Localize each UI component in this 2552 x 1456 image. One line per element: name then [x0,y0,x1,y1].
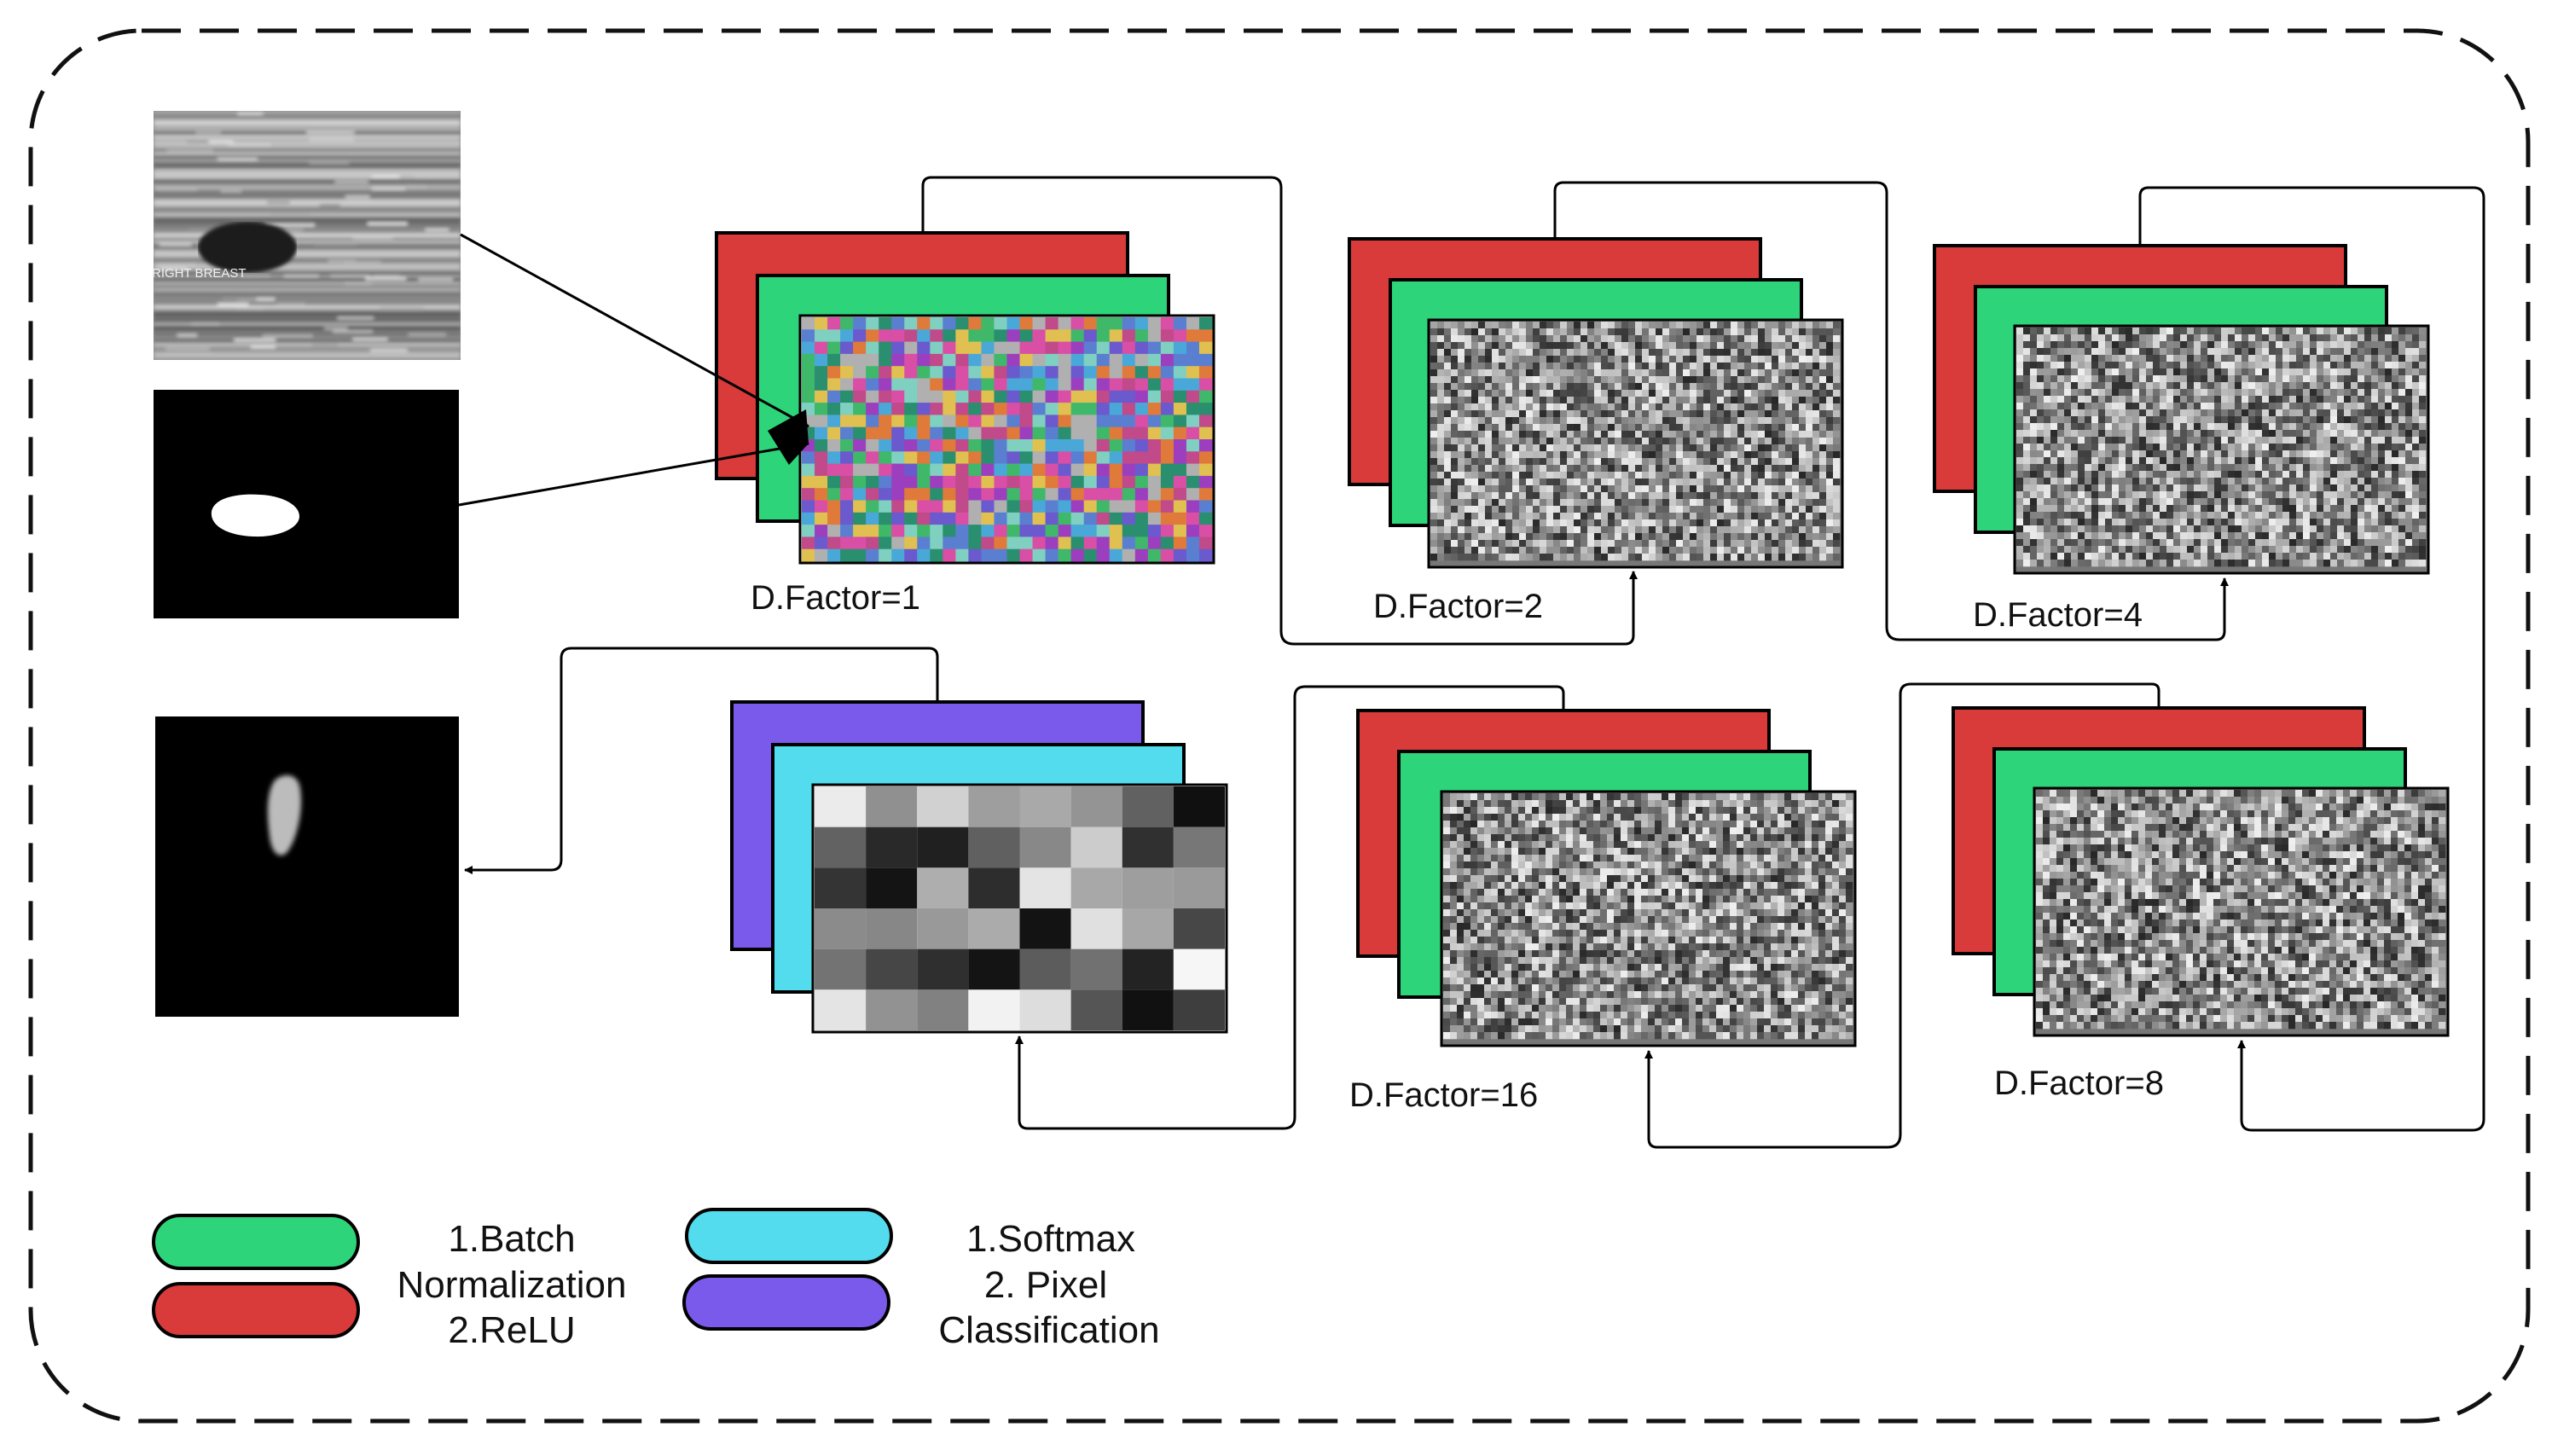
legend-text-4: 1.Softmax [966,1218,1135,1260]
feature-map-noise [2013,324,2430,575]
label-df8: D.Factor=8 [1994,1064,2164,1102]
stack-dilation-1 [715,231,1215,565]
stack-dilation-16 [1356,709,1857,1047]
feature-map-color [798,314,1215,565]
legend-text-6: Classification [938,1309,1159,1351]
dashed-frame [28,28,2531,1424]
stack-dilation-8 [1952,706,2450,1037]
arrow-mask-to-df1 [458,440,809,507]
connector-df1-to-df2 [921,176,1638,646]
stack-classification [730,700,1228,1034]
ultrasound-caption: RIGHT BREAST [152,266,246,281]
legend-relu-swatch [152,1282,360,1338]
connector-df2-to-df4 [1553,181,2229,641]
legend-batchnorm-swatch [152,1214,360,1270]
arrow-image-to-df1 [460,233,809,428]
connector-df16-to-classification [1015,685,1565,1130]
segmentation-output [155,716,459,1017]
legend-text-3: 2.ReLU [448,1309,575,1351]
label-df4: D.Factor=4 [1973,596,2143,634]
feature-map-gray-grid [811,783,1228,1034]
legend: 1.Batch Normalization 2.ReLU 1.Softmax 2… [152,1208,1160,1351]
connector-df4-to-df8 [2138,186,2485,1132]
legend-softmax-swatch [685,1208,893,1264]
color-feature-cells [802,317,1213,562]
stack-dilation-4 [1933,244,2430,575]
label-df2: D.Factor=2 [1373,588,1543,625]
legend-text-5: 2. Pixel [984,1264,1107,1306]
label-df16: D.Factor=16 [1349,1076,1538,1114]
connector-df8-to-df16 [1644,682,2160,1149]
lesion-dark-region [198,222,297,273]
legend-text-2: Normalization [397,1264,627,1306]
feature-map-noise [1427,318,1844,569]
legend-pixel-class-swatch [682,1274,890,1331]
connector-classification-to-output [464,647,939,874]
feature-map-noise [2033,786,2450,1037]
ground-truth-mask [154,390,459,618]
label-df1: D.Factor=1 [751,579,920,617]
stack-dilation-2 [1348,237,1844,569]
legend-text-1: 1.Batch [448,1218,575,1260]
ultrasound-image: RIGHT BREAST [152,111,461,360]
arrowhead-df1-input [768,409,809,465]
feature-map-noise [1440,790,1857,1047]
